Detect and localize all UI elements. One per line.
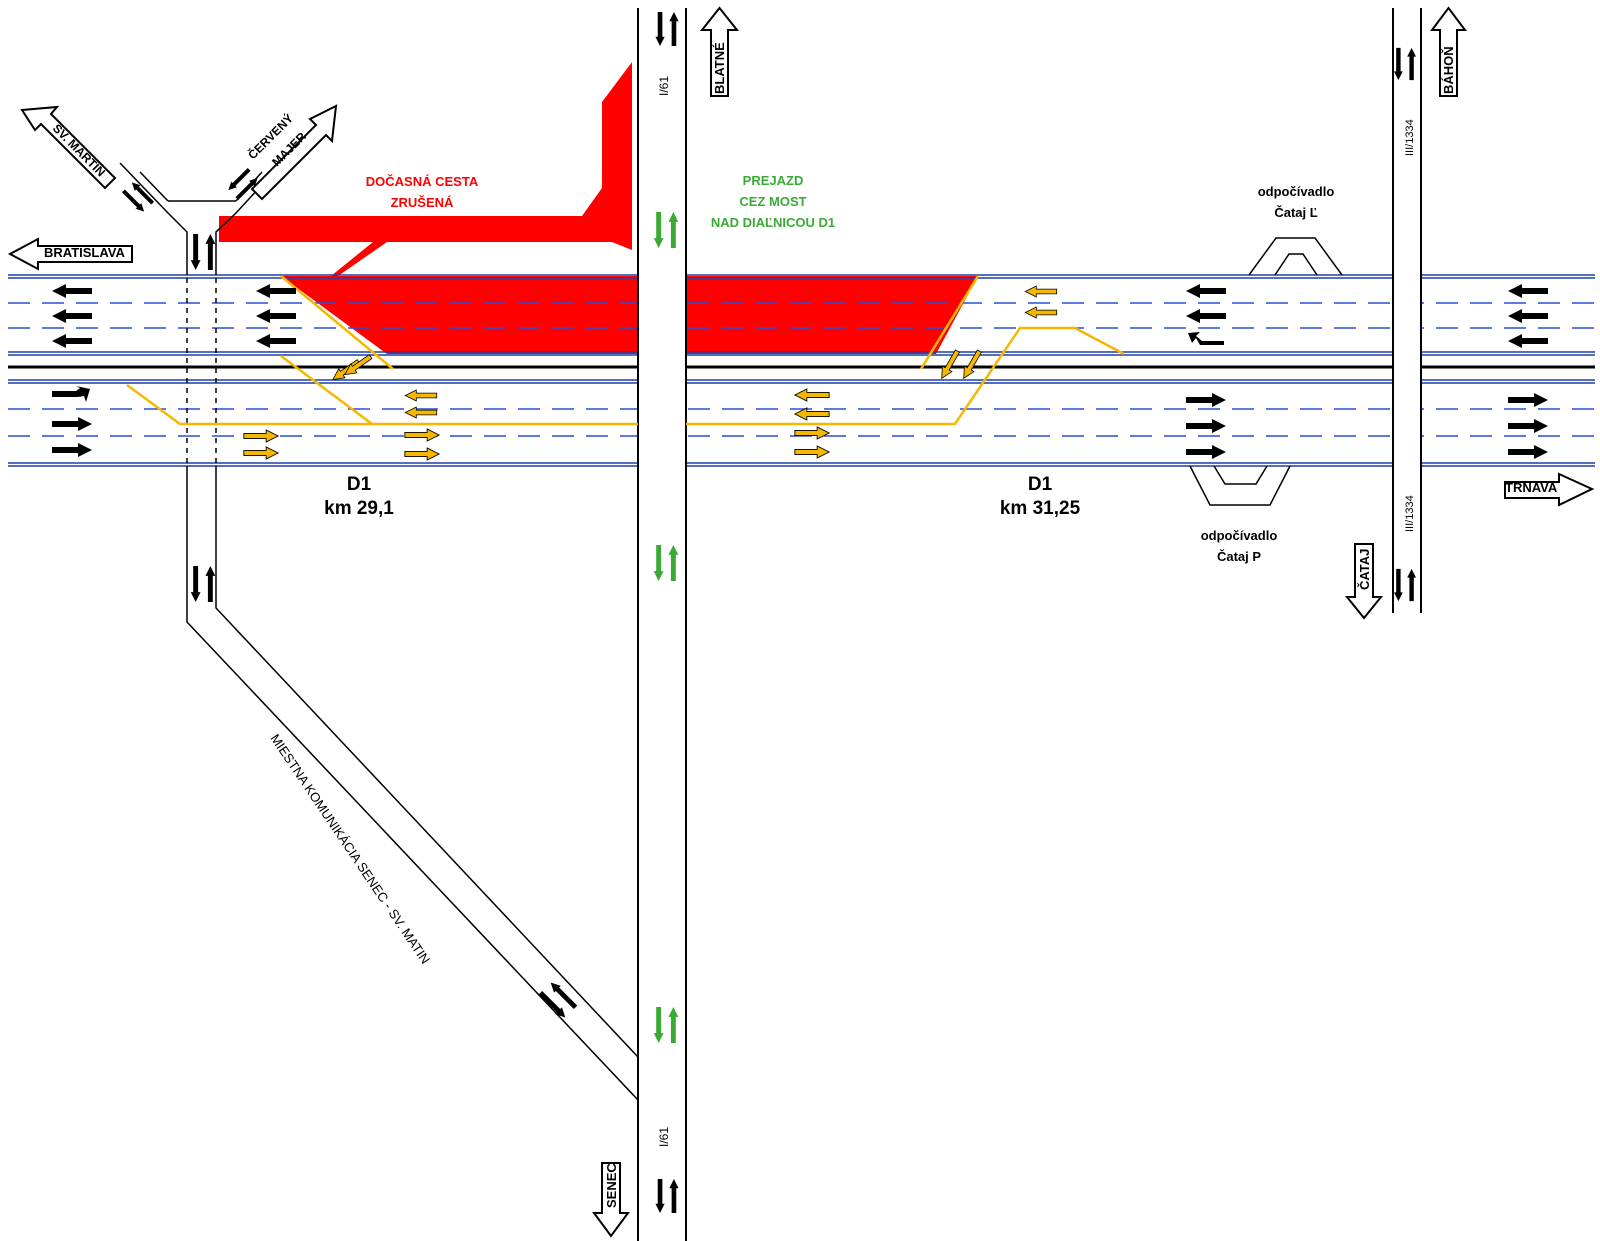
d1-right-label: D1 — [1028, 474, 1053, 495]
cerveny-majer-sign — [250, 104, 338, 201]
road-i61-bottom: I/61 — [657, 1127, 671, 1147]
rest-left-label-1: odpočívadlo — [1258, 184, 1335, 199]
cataj-label: ČATAJ — [1357, 549, 1372, 590]
trnava-sign — [1504, 472, 1595, 507]
d1-left-km: km 29,1 — [324, 498, 394, 519]
closed-lanes-west — [281, 276, 638, 354]
road-iii1334-bottom: III/1334 — [1404, 495, 1416, 532]
blatne-label: BLATNÉ — [712, 42, 727, 94]
bahon-sign — [1430, 6, 1467, 97]
bahon-label: BÁHOŇ — [1441, 46, 1456, 94]
rest-left-label-2: Čataj Ľ — [1274, 205, 1317, 220]
road-iii1334-top: III/1334 — [1404, 119, 1416, 156]
sv-martin-label: SV. MARTIN — [50, 121, 108, 179]
rest-area-cataj-l — [1248, 237, 1343, 276]
bratislava-sign — [7, 237, 133, 271]
road-i61 — [637, 8, 687, 1241]
temporary-road-closed — [219, 62, 632, 276]
traffic-switch-lines — [126, 275, 1125, 426]
rest-right-label-1: odpočívadlo — [1201, 528, 1278, 543]
direction-signs — [7, 6, 1595, 1238]
road-i61-top: I/61 — [657, 76, 671, 96]
rest-area-cataj-p — [1189, 465, 1291, 506]
rest-right-label-2: Čataj P — [1217, 549, 1261, 564]
bratislava-label: BRATISLAVA — [44, 245, 125, 260]
local-road-label: MIESTNA KOMUNIKÁCIA SENEC - SV. MATIN — [268, 731, 434, 966]
temp-road-label-1: DOČASNÁ CESTA — [366, 174, 479, 189]
crossing-label-3: NAD DIAĽNICOU D1 — [711, 215, 835, 230]
closed-area — [219, 62, 978, 354]
crossing-label-1: PREJAZD — [743, 173, 804, 188]
blatne-sign — [699, 6, 740, 97]
lane-arrows-black — [52, 12, 1548, 1213]
d1-left-label: D1 — [347, 474, 372, 495]
local-road-network — [119, 162, 639, 1241]
trnava-label: TRNAVA — [1505, 480, 1558, 495]
crossing-label-2: CEZ MOST — [739, 194, 806, 209]
temp-road-label-2: ZRUŠENÁ — [391, 195, 454, 210]
d1-right-km: km 31,25 — [1000, 498, 1081, 519]
senec-label: SENEC — [604, 1163, 619, 1208]
sv-martin-sign — [20, 105, 117, 190]
senec-sign — [592, 1162, 630, 1238]
road-iii1334 — [1392, 8, 1422, 613]
closed-lanes-east — [686, 276, 978, 354]
cataj-sign — [1344, 543, 1384, 620]
